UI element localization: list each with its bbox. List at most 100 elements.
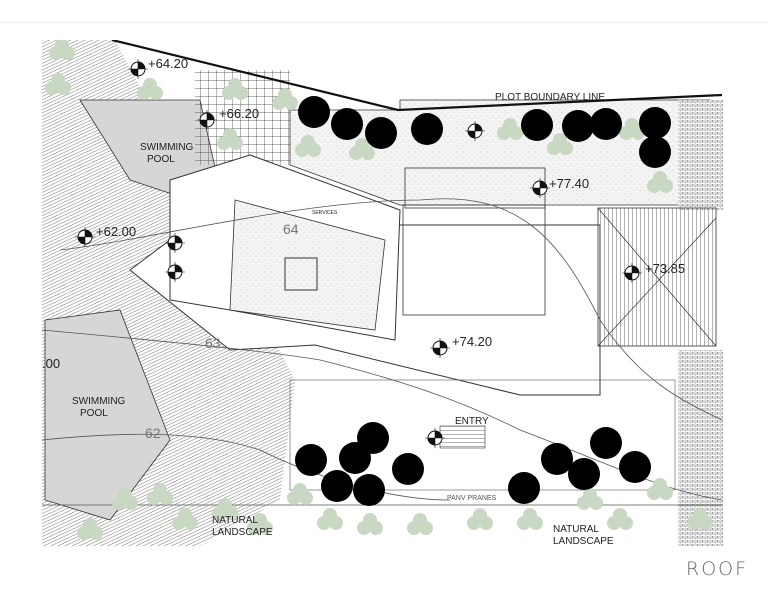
shrub-icon [57,81,71,95]
shrub-icon [224,506,238,520]
tree-icon [562,110,594,142]
shrub-icon [229,136,243,150]
shrub-icon [77,526,91,540]
tree-icon [392,453,424,485]
shrub-icon [361,146,375,160]
tree-icon [321,470,353,502]
brick-paving-top [678,100,723,210]
level-marker-icon [430,338,450,358]
elevation-label: +62.00 [96,224,136,239]
services-label: SERVICES [312,210,338,216]
shrub-icon [307,143,321,157]
shrub-icon [147,491,161,505]
shrub-icon [647,486,661,500]
elevation-label: +66.20 [219,106,259,121]
trees [45,40,713,540]
shrub-icon [234,86,248,100]
shrub-icon [329,516,343,530]
tree-icon [639,136,671,168]
level-marker-icon [425,428,445,448]
shrub-icon [217,136,231,150]
shrub-icon [619,516,633,530]
shrub-icon [699,516,713,530]
level-marker-icon [75,227,95,247]
shrub-icon [212,506,226,520]
landscape-left-label-1: NATURAL [212,515,258,526]
tree-icon [590,108,622,140]
courtyard [229,199,386,331]
shrub-icon [529,516,543,530]
shrub-icon [112,496,126,510]
elevation-markers [75,59,642,448]
elevation-label: .00 [42,356,60,371]
elevation-label: +73.85 [645,261,685,276]
tree-icon [411,113,443,145]
elevation-label: +64.20 [148,56,188,71]
tree-icon [590,427,622,459]
pool-top-label-2: POOL [147,154,175,165]
pool-bottom-label-2: POOL [80,408,108,419]
swimming-pool-bottom [44,309,171,521]
tree-icon [521,109,553,141]
shrub-icon [222,86,236,100]
contour-label: 63 [205,335,221,351]
tree-icon [568,458,600,490]
shrub-icon [607,516,621,530]
shrub-icon [479,516,493,530]
shrub-icon [287,491,301,505]
plot-boundary-line [111,40,723,112]
shrub-icon [589,496,603,510]
level-marker-icon [530,178,550,198]
roof-area [402,204,546,316]
plan-geometry [42,40,723,546]
shrub-icon [659,486,673,500]
shrub-icon [184,516,198,530]
contour-label: 64 [283,221,299,237]
panv-pranes-label: PANV PRANES [447,495,497,502]
contour-64 [59,198,723,421]
level-marker-icon [465,121,485,141]
shrub-icon [357,521,371,535]
shrub-icon [619,126,633,140]
elevation-label: +74.20 [452,334,492,349]
courtyard-feature [284,257,318,291]
shrub-icon [407,521,421,535]
shrub-icon [247,521,261,535]
shrub-icon [517,516,531,530]
shrub-icon [159,491,173,505]
shrub-icon [259,521,273,535]
shrub-icon [419,521,433,535]
top-divider [0,22,768,23]
entry-steps [439,425,486,449]
tree-icon [339,442,371,474]
level-marker-icon [165,262,185,282]
shrub-icon [659,179,673,193]
tree-icon [331,108,363,140]
tree-icon [619,451,651,483]
shrub-icon [272,96,286,110]
shrub-icon [349,146,363,160]
shrub-icon [559,141,573,155]
pool-top-label-1: SWIMMING [140,142,194,153]
shrub-icon [49,46,63,60]
shrub-icon [137,86,151,100]
shrub-icon [172,516,186,530]
shrub-icon [124,496,138,510]
contour-label: 62 [145,425,161,441]
level-marker-icon [165,233,185,253]
tree-icon [541,443,573,475]
shrub-icon [284,96,298,110]
level-marker-icon [197,110,217,130]
entry-label: ENTRY [455,416,489,427]
level-marker-icon [622,263,642,283]
landscape-right-label-1: NATURAL [553,524,599,535]
shrub-icon [317,516,331,530]
shrub-icon [577,496,591,510]
shrub-icon [369,521,383,535]
tree-icon [298,96,330,128]
tree-icon [353,474,385,506]
shrub-icon [89,526,103,540]
shrub-icon [61,46,75,60]
landscape-left-label-2: LANDSCAPE [212,527,273,538]
